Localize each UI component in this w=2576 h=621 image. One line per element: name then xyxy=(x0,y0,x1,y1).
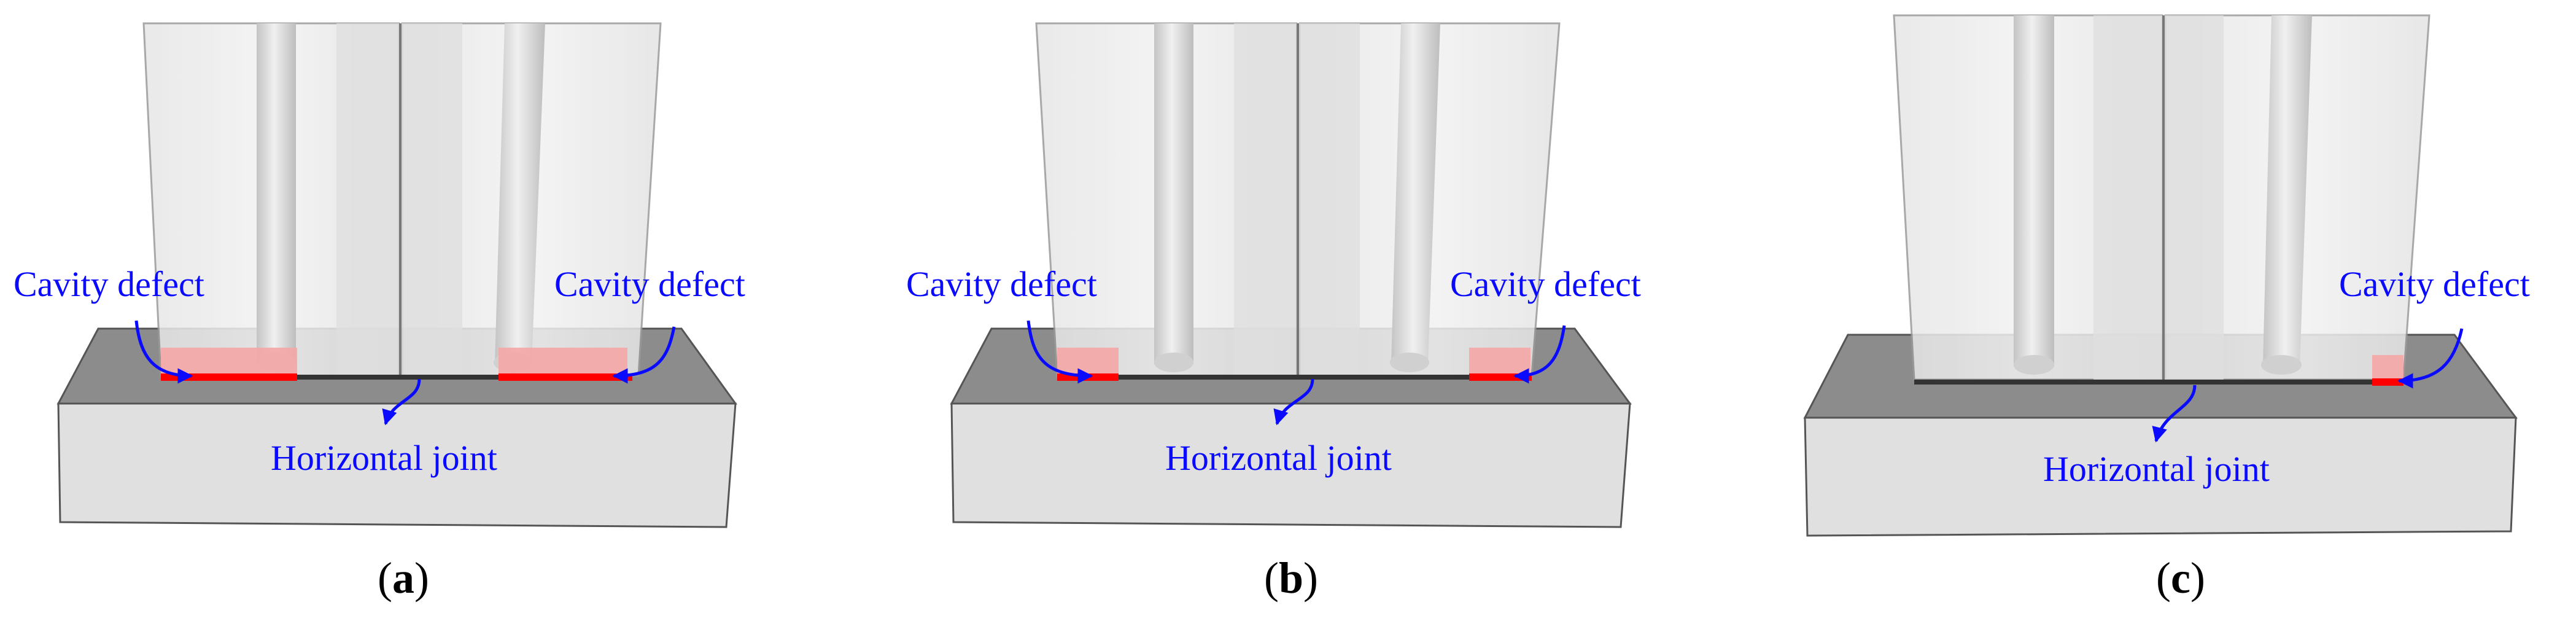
cavity-defect-right xyxy=(2372,355,2403,381)
rebar-left xyxy=(257,23,296,364)
caption-b: (b) xyxy=(1264,553,1318,603)
arrow-cavity-left xyxy=(134,320,193,384)
rebar-right xyxy=(495,23,545,364)
label-horizontal-joint: Horizontal joint xyxy=(2043,449,2270,489)
label-cavity-defect-right: Cavity defect xyxy=(1450,264,1641,304)
label-horizontal-joint: Horizontal joint xyxy=(271,438,497,478)
label-cavity-defect-right: Cavity defect xyxy=(2339,264,2530,304)
arrow-joint xyxy=(2152,385,2197,443)
arrow-cavity-right xyxy=(612,326,676,384)
arrow-cavity-left xyxy=(1026,320,1093,384)
label-horizontal-joint: Horizontal joint xyxy=(1165,438,1392,478)
caption-a: (a) xyxy=(378,553,429,603)
rebar-left xyxy=(2014,15,2054,367)
label-cavity-defect-right: Cavity defect xyxy=(554,264,745,304)
arrow-joint xyxy=(1273,378,1314,426)
cavity-defect-left xyxy=(161,348,297,376)
rebar-right-end xyxy=(1390,353,1429,372)
rebar-left xyxy=(1154,23,1193,364)
rebar-right xyxy=(2263,15,2312,367)
rebar-left-end xyxy=(2014,355,2054,375)
panel-a: Cavity defect Cavity defect Horizontal j… xyxy=(14,22,745,603)
rebar-right xyxy=(1391,23,1440,364)
cavity-defect-left xyxy=(1057,348,1119,376)
cavity-defect-right xyxy=(1469,348,1530,376)
rebar-left-end xyxy=(1154,353,1193,372)
caption-c: (c) xyxy=(2156,553,2205,603)
rebar-right-end xyxy=(2261,355,2302,375)
arrow-cavity-right xyxy=(1513,325,1566,384)
wall-center-strip xyxy=(2093,15,2224,380)
arrow-cavity-right xyxy=(2397,328,2464,389)
arrow-joint xyxy=(382,378,421,426)
cavity-defect-right xyxy=(499,348,627,376)
label-cavity-defect-left: Cavity defect xyxy=(906,264,1097,304)
panel-b: Cavity defect Cavity defect Horizontal j… xyxy=(906,22,1641,603)
panel-c: Cavity defect Horizontal joint (c) xyxy=(1803,14,2530,603)
label-cavity-defect-left: Cavity defect xyxy=(14,264,204,304)
